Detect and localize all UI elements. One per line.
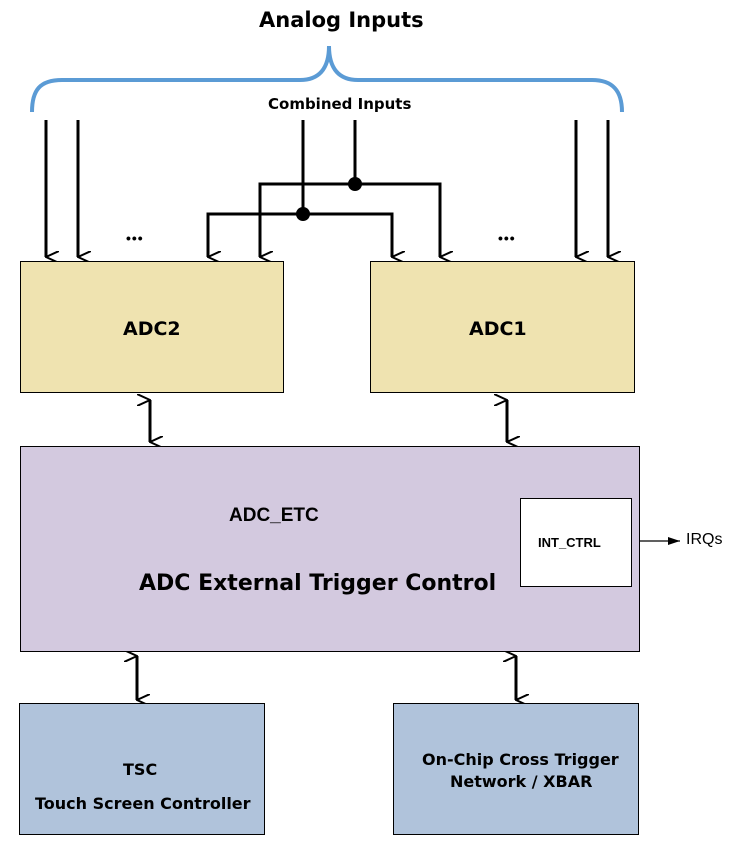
irqs-label: IRQs bbox=[686, 531, 723, 548]
adc1-label: ADC1 bbox=[469, 318, 527, 340]
xbar-label-line2: Network / XBAR bbox=[450, 772, 593, 791]
junction-dot-2 bbox=[296, 207, 310, 221]
tsc-label: TSC bbox=[123, 760, 158, 779]
xbar-label-line1: On-Chip Cross Trigger bbox=[422, 750, 619, 769]
adc2-block: ADC2 bbox=[20, 261, 284, 393]
combined-inputs-label: Combined Inputs bbox=[268, 95, 412, 113]
adc-etc-block: ADC_ETC ADC External Trigger Control INT… bbox=[20, 446, 640, 652]
adc2-ellipsis: ••• bbox=[126, 230, 144, 246]
int-ctrl-label: INT_CTRL bbox=[538, 535, 601, 550]
adc1-ellipsis: ••• bbox=[498, 230, 516, 246]
combined-inputs-wiring bbox=[206, 120, 440, 257]
xbar-block: On-Chip Cross Trigger Network / XBAR bbox=[393, 703, 639, 835]
adc2-label: ADC2 bbox=[123, 318, 181, 340]
adc-etc-description: ADC External Trigger Control bbox=[139, 571, 497, 596]
analog-inputs-brace bbox=[30, 45, 624, 113]
analog-inputs-title: Analog Inputs bbox=[259, 8, 424, 32]
junction-dot-1 bbox=[348, 177, 362, 191]
int-ctrl-block: INT_CTRL bbox=[520, 498, 632, 587]
tsc-block: TSC Touch Screen Controller bbox=[19, 703, 265, 835]
tsc-description: Touch Screen Controller bbox=[35, 794, 251, 813]
adc1-block: ADC1 bbox=[370, 261, 635, 393]
adc-etc-label: ADC_ETC bbox=[229, 505, 319, 526]
